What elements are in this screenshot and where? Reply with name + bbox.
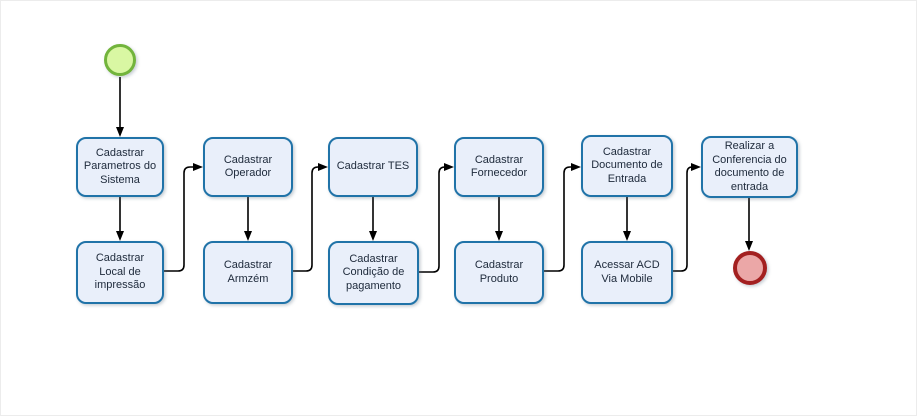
task-acessar-acd-via-mobile: Acessar ACD Via Mobile bbox=[581, 241, 673, 304]
task-label: Cadastrar Fornecedor bbox=[470, 153, 528, 180]
end-event-circle bbox=[733, 251, 767, 285]
task-label: Cadastrar Condição de pagamento bbox=[342, 252, 405, 292]
arrow-local-to-operador bbox=[164, 163, 203, 272]
task-cadastrar-armzem: Cadastrar Armzém bbox=[203, 241, 293, 304]
task-cadastrar-fornecedor: Cadastrar Fornecedor bbox=[454, 137, 544, 197]
start-event-circle bbox=[104, 44, 136, 76]
task-label: Cadastrar Armzém bbox=[223, 259, 273, 285]
task-label: Cadastrar Local de impressão bbox=[94, 252, 146, 292]
task-label: Cadastrar Documento de Entrada bbox=[591, 145, 663, 185]
task-cadastrar-produto: Cadastrar Produto bbox=[454, 241, 544, 304]
task-cadastrar-tes: Cadastrar TES bbox=[328, 137, 418, 197]
task-label: Acessar ACD Via Mobile bbox=[594, 259, 660, 285]
arrow-produto-to-documento bbox=[544, 163, 581, 272]
task-cadastrar-documento-de-entrada: Cadastrar Documento de Entrada bbox=[581, 135, 673, 197]
arrow-condicao-to-fornecedor bbox=[419, 163, 454, 273]
task-realizar-conferencia-documento-entrada: Realizar a Conferencia do documento de e… bbox=[701, 136, 798, 198]
task-label: Cadastrar TES bbox=[336, 160, 410, 173]
task-cadastrar-local-de-impressao: Cadastrar Local de impressão bbox=[76, 241, 164, 304]
arrow-acd-to-conferencia bbox=[673, 163, 701, 272]
task-cadastrar-operador: Cadastrar Operador bbox=[203, 137, 293, 197]
task-label: Realizar a Conferencia do documento de e… bbox=[712, 140, 787, 193]
arrow-armzem-to-tes bbox=[293, 163, 328, 272]
task-label: Cadastrar Parametros do Sistema bbox=[83, 146, 157, 186]
task-cadastrar-condicao-de-pagamento: Cadastrar Condição de pagamento bbox=[328, 241, 419, 305]
task-cadastrar-parametros-do-sistema: Cadastrar Parametros do Sistema bbox=[76, 137, 164, 197]
task-label: Cadastrar Produto bbox=[474, 259, 524, 285]
task-label: Cadastrar Operador bbox=[223, 153, 273, 180]
